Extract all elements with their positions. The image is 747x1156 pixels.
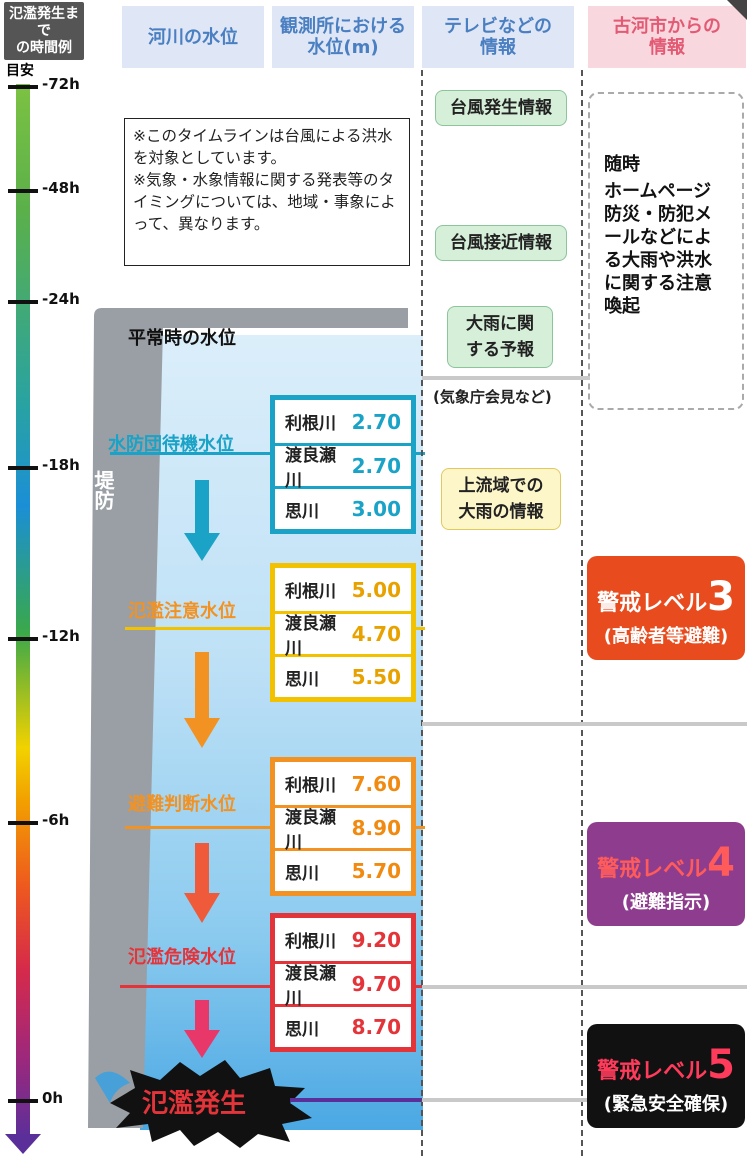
- note-line-1: ※このタイムラインは台風による洪水を対象としています。: [133, 127, 393, 167]
- tv-heavy-rain-forecast: 大雨に関 する予報: [447, 306, 553, 368]
- tick: [8, 637, 38, 641]
- tv-typhoon-approach: 台風接近情報: [435, 225, 567, 261]
- note-box: ※このタイムラインは台風による洪水を対象としています。 ※気象・水象情報に関する…: [124, 118, 410, 266]
- flood-burst-icon: [95, 1060, 312, 1148]
- timeline-bar: [16, 84, 30, 1138]
- header-city-info: 古河市からの 情報: [588, 6, 746, 68]
- city-column-divider: [581, 70, 583, 1156]
- city-anytime-text: ホームページ 防災・防犯メ ールなどによ る大雨や洪水 に関する注意 喚起: [604, 181, 712, 317]
- corner-fold-icon: [727, 0, 747, 20]
- header-obs-level: 観測所における 水位(m): [272, 6, 414, 68]
- stage-label: 避難判断水位: [128, 794, 236, 815]
- down-arrow-icon: [195, 652, 209, 720]
- tv-typhoon-birth: 台風発生情報: [435, 90, 567, 126]
- header-tv-info: テレビなどの 情報: [422, 6, 574, 68]
- tick-label: -18h: [42, 456, 80, 474]
- down-arrow-icon: [184, 893, 220, 923]
- header-time-example: 氾濫発生まで の時間例: [4, 2, 84, 60]
- tick-label: 0h: [42, 1089, 64, 1107]
- city-anytime-box: [588, 92, 744, 410]
- tick: [8, 466, 38, 470]
- levee-label: 堤防: [91, 470, 128, 510]
- levee-shape: [88, 308, 408, 1128]
- down-arrow-icon: [195, 1000, 209, 1032]
- connector-line: [422, 985, 747, 989]
- down-arrow-icon: [184, 1030, 220, 1058]
- tick: [8, 1099, 38, 1103]
- down-arrow-icon: [184, 718, 220, 748]
- flood-line: [290, 1098, 422, 1102]
- alert-level-5: 警戒レベル5 (緊急安全確保): [587, 1024, 745, 1128]
- connector-line: [422, 376, 590, 380]
- tick-label: -72h: [42, 75, 80, 93]
- city-anytime-label: 随時: [604, 154, 640, 175]
- tick: [8, 300, 38, 304]
- timeline-guide-label: 目安: [6, 63, 34, 79]
- tv-jma-note: (気象庁会見など): [433, 388, 552, 406]
- connector-line: [422, 1098, 592, 1102]
- connector-line: [422, 722, 747, 726]
- tv-column-divider: [421, 70, 423, 1156]
- down-arrow-icon: [195, 843, 209, 895]
- tick: [8, 85, 38, 89]
- normal-level-label: 平常時の水位: [128, 328, 236, 349]
- tick: [8, 189, 38, 193]
- header-river-level: 河川の水位: [122, 6, 264, 68]
- alert-level-4: 警戒レベル4 (避難指示): [587, 822, 745, 926]
- timeline-arrow-icon: [5, 1134, 41, 1154]
- tick-label: -24h: [42, 290, 80, 308]
- down-arrow-icon: [195, 480, 209, 535]
- alert-level-3: 警戒レベル3 (高齢者等避難): [587, 556, 745, 660]
- flood-label: 氾濫発生: [142, 1089, 247, 1119]
- stage-label: 水防団待機水位: [108, 434, 234, 455]
- tick-label: -48h: [42, 179, 80, 197]
- tv-upstream-rain: 上流域での 大雨の情報: [441, 468, 561, 530]
- down-arrow-icon: [184, 533, 220, 561]
- tick-label: -6h: [42, 811, 70, 829]
- stage-label: 氾濫危険水位: [128, 947, 236, 968]
- stage-label: 氾濫注意水位: [128, 601, 236, 622]
- stage-line: [110, 452, 425, 455]
- tick: [8, 821, 38, 825]
- note-line-2: ※気象・水象情報に関する発表等のタイミングについては、地域・事象によって、異なり…: [133, 171, 396, 233]
- tick-label: -12h: [42, 627, 80, 645]
